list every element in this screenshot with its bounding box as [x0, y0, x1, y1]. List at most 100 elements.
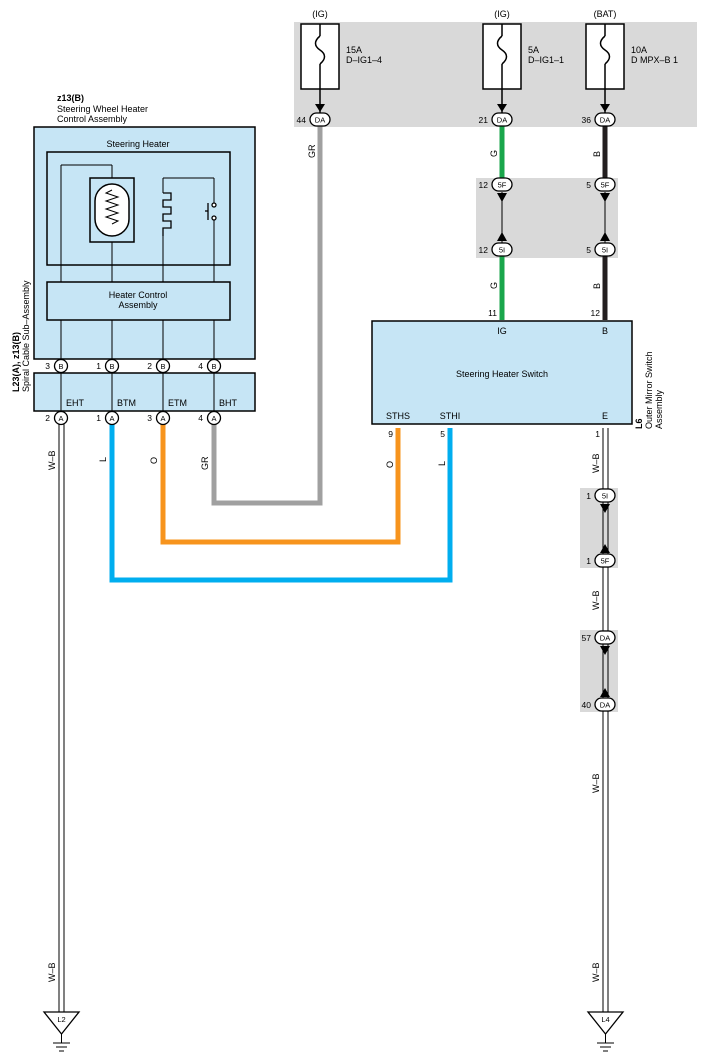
pin-a-1-conn: A: [58, 414, 63, 423]
switch-terminal-e: E: [602, 411, 608, 421]
heater-control-label-2: Assembly: [118, 300, 158, 310]
fuse-3-rating: 10A: [631, 45, 647, 55]
switch-pin-sthi: 5: [440, 429, 445, 439]
pin-a-2-number: 1: [96, 413, 101, 423]
temperature-sensor-icon: [162, 192, 172, 236]
switch-name-2: Assembly: [654, 389, 664, 429]
fuse-1-pin: 44: [297, 115, 307, 125]
wire-label-g-top: G: [489, 150, 499, 157]
wire-label-o-left: O: [149, 457, 159, 464]
junction-1-pin: 12: [479, 180, 489, 190]
pin-a-1-number: 2: [45, 413, 50, 423]
heater-element-icon: [89, 177, 135, 243]
wire-label-g-mid: G: [489, 282, 499, 289]
steering-wheel-title-2: Control Assembly: [57, 114, 128, 124]
spiral-cable-code: L23(A), z13(B): [11, 332, 21, 392]
fuse-arrows: [315, 104, 610, 112]
switch-title: Steering Heater Switch: [456, 369, 548, 379]
wire-label-wb-right-2: W–B: [591, 590, 601, 610]
junction-1-conn: 5F: [498, 181, 507, 190]
fuse-1-name: D–IG1–4: [346, 55, 382, 65]
terminal-etm: ETM: [168, 398, 187, 408]
fuse-2-pin: 21: [479, 115, 489, 125]
switch-pin-b: 12: [591, 308, 601, 318]
terminal-btm: BTM: [117, 398, 136, 408]
ground-l2: L2: [42, 1011, 81, 1052]
junction-8-pin: 40: [582, 700, 592, 710]
assembly-output-lines: [60, 320, 215, 360]
fuse-1: (IG) 15A D–IG1–4: [300, 9, 382, 114]
steering-heater-box: [46, 151, 231, 266]
fuse-1-conn: DA: [315, 116, 325, 125]
fuse-2-conn: DA: [497, 116, 507, 125]
spiral-cable-side-label: L23(A), z13(B) Spiral Cable Sub–Assembly: [11, 280, 31, 392]
heater-control-label-1: Heater Control: [109, 290, 168, 300]
junction-4-pin: 5: [586, 245, 591, 255]
switch-pin-e: 1: [595, 429, 600, 439]
wire-l: [109, 420, 453, 583]
junction-6-pin: 1: [586, 556, 591, 566]
junction-7-conn: DA: [600, 634, 610, 643]
steering-wheel-code: z13(B): [57, 93, 84, 103]
fuse-2-source: (IG): [494, 9, 510, 19]
wire-label-o-right: O: [385, 461, 395, 468]
heater-internal-wiring: [60, 164, 215, 282]
junction-3-conn: 5F: [601, 181, 610, 190]
junction-5f-b: 5 5F: [586, 177, 616, 241]
fuse-3-conn: DA: [600, 116, 610, 125]
switch-pin-ig: 11: [488, 308, 497, 318]
pin-b-2-number: 1: [96, 361, 101, 371]
wire-label-b-mid: B: [592, 283, 602, 289]
spiral-cable-name: Spiral Cable Sub–Assembly: [21, 280, 31, 392]
switch-terminal-b: B: [602, 326, 608, 336]
junction-5f-g: 12 5F: [479, 177, 513, 241]
ground-l2-label: L2: [57, 1015, 65, 1024]
wire-label-b-top: B: [592, 151, 602, 157]
pin-a-4-number: 4: [198, 413, 203, 423]
wire-gr: [211, 125, 323, 506]
pin-b-3-number: 2: [147, 361, 152, 371]
pin-a-3-conn: A: [160, 414, 165, 423]
connector-fuse-2: 21 DA: [479, 112, 513, 127]
fuse-3-name: D MPX–B 1: [631, 55, 678, 65]
switch-code: L6: [634, 418, 644, 429]
ground-l4: L4: [586, 1011, 625, 1052]
switch-terminal-ig: IG: [497, 326, 507, 336]
pin-b-1-conn: B: [58, 362, 63, 371]
pin-a-4-conn: A: [211, 414, 216, 423]
wire-label-wb-left-bottom: W–B: [47, 962, 57, 982]
switch-contact-icon: [205, 202, 217, 221]
fuse-3-pin: 36: [582, 115, 592, 125]
connector-fuse-1: 44 DA: [297, 112, 331, 127]
connector-a-row: 2 A 1 A 3 A 4 A: [45, 410, 222, 426]
junction-5i-g: 12 5I: [479, 242, 513, 257]
steering-heater-label: Steering Heater: [106, 139, 169, 149]
wire-label-l-right: L: [437, 461, 447, 466]
switch-side-label: L6 Outer Mirror Switch Assembly: [634, 351, 664, 429]
steering-heater-switch-box: [371, 320, 633, 425]
switch-terminal-sthi: STHI: [440, 411, 461, 421]
pin-b-4-conn: B: [211, 362, 216, 371]
junction-da-57: 57 DA: [582, 630, 616, 697]
junction-5-pin: 1: [586, 491, 591, 501]
fuse-1-rating: 15A: [346, 45, 362, 55]
pin-a-3-number: 3: [147, 413, 152, 423]
junction-da-40: 40 DA: [582, 697, 616, 712]
spiral-cable-lines: [60, 373, 215, 411]
ground-l4-label: L4: [601, 1015, 609, 1024]
junction-8-conn: DA: [600, 701, 610, 710]
wire-label-wb-right-3: W–B: [591, 773, 601, 793]
junction-3-pin: 5: [586, 180, 591, 190]
fuse-3: (BAT) 10A D MPX–B 1: [585, 9, 678, 114]
fuse-2-name: D–IG1–1: [528, 55, 564, 65]
junction-5-conn: 5I: [602, 492, 608, 501]
heater-control-box: [46, 281, 231, 321]
junction-2-pin: 12: [479, 245, 489, 255]
wire-label-l-left: L: [98, 457, 108, 462]
junction-2-conn: 5I: [499, 246, 505, 255]
spiral-cable-terminals: EHT BTM ETM BHT: [66, 398, 238, 408]
fuse-2-rating: 5A: [528, 45, 539, 55]
wire-label-gr-top: GR: [307, 144, 317, 158]
wire-label-gr-left: GR: [200, 456, 210, 470]
